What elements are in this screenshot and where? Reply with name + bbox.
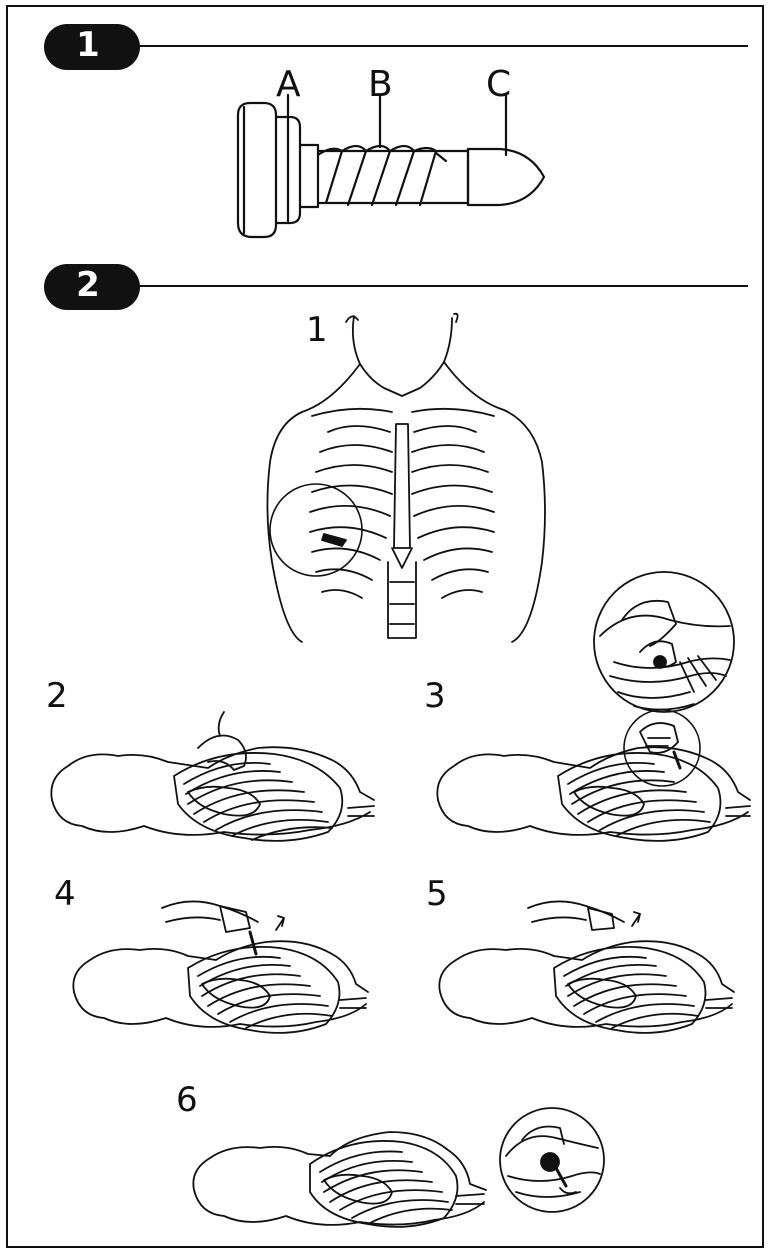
torso-ribcage-illustration (262, 312, 552, 652)
section-2-rule (136, 285, 748, 287)
section-2-badge: 2 (44, 264, 140, 310)
section-1-badge: 1 (44, 24, 140, 70)
patient-lying-illustration-step-4 (70, 896, 370, 1046)
patient-lying-illustration-step-2 (48, 708, 378, 854)
patient-lying-illustration-step-3 (434, 708, 754, 854)
section-2-number: 2 (44, 265, 132, 305)
section-1-rule (136, 45, 748, 47)
patient-lying-illustration-step-6 (190, 1106, 490, 1246)
patient-lying-illustration-step-5 (436, 896, 736, 1046)
section-1-number: 1 (44, 25, 132, 65)
screw-illustration (230, 95, 550, 245)
magnified-detail-illustration-step-6 (496, 1104, 608, 1216)
magnified-detail-illustration (590, 566, 740, 716)
